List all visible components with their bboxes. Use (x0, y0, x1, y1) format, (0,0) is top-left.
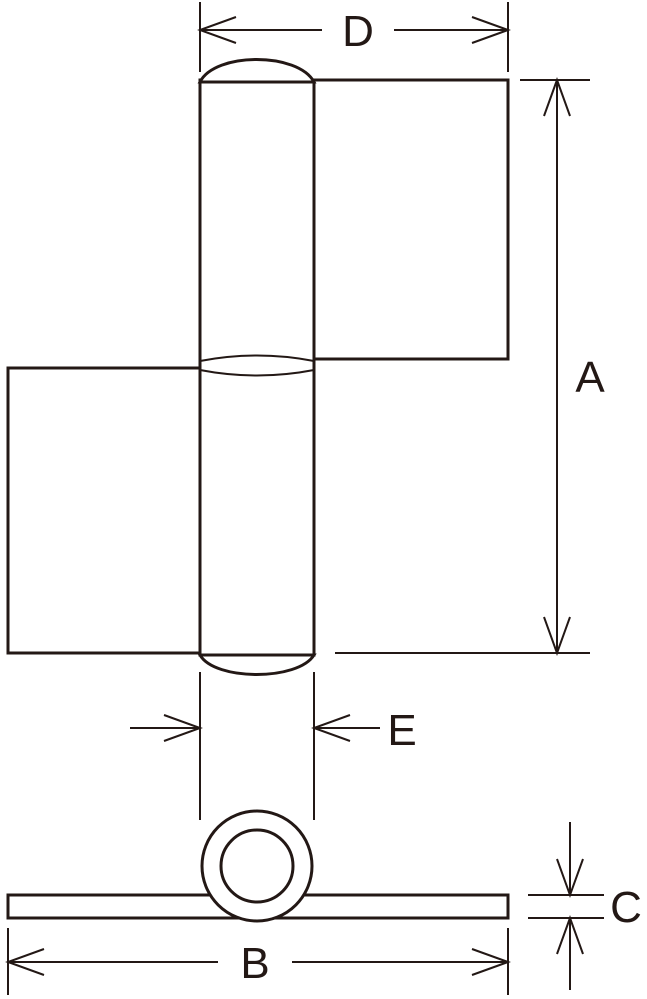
dimension-a: A (335, 77, 605, 656)
knuckle-joint-lower (199, 369, 315, 377)
dim-a-arrow-top (543, 77, 571, 117)
dim-c-arrow-top (556, 858, 584, 898)
hinge-front-view (6, 58, 510, 676)
hinge-end-view (6, 809, 510, 923)
end-view-barrel-inner (219, 828, 295, 904)
dim-c-arrow-bottom (556, 915, 584, 955)
label-a: A (575, 353, 605, 402)
upper-leaf (312, 78, 510, 361)
dim-b-arrow-right (471, 948, 511, 976)
dimension-b: B (5, 928, 511, 995)
label-e: E (387, 706, 416, 755)
dimension-e: E (130, 672, 417, 820)
dimension-c: C (528, 822, 642, 990)
knuckle-barrel (198, 78, 316, 657)
label-b: B (240, 939, 269, 988)
dim-d-arrow-left (197, 16, 237, 44)
dim-e-arrow-right (311, 714, 351, 742)
dim-a-arrow-bottom (543, 616, 571, 656)
dim-e-arrow-left (163, 714, 203, 742)
dimension-d: D (197, 2, 511, 72)
knuckle-top-cap (197, 58, 317, 84)
dim-d-arrow-right (471, 16, 511, 44)
end-view-barrel-outer (200, 809, 314, 923)
label-c: C (610, 883, 642, 932)
knuckle-joint-upper (199, 354, 315, 362)
lower-leaf (6, 366, 204, 655)
dim-b-arrow-left (5, 948, 45, 976)
knuckle-bottom-cap (197, 653, 317, 676)
label-d: D (342, 7, 374, 56)
